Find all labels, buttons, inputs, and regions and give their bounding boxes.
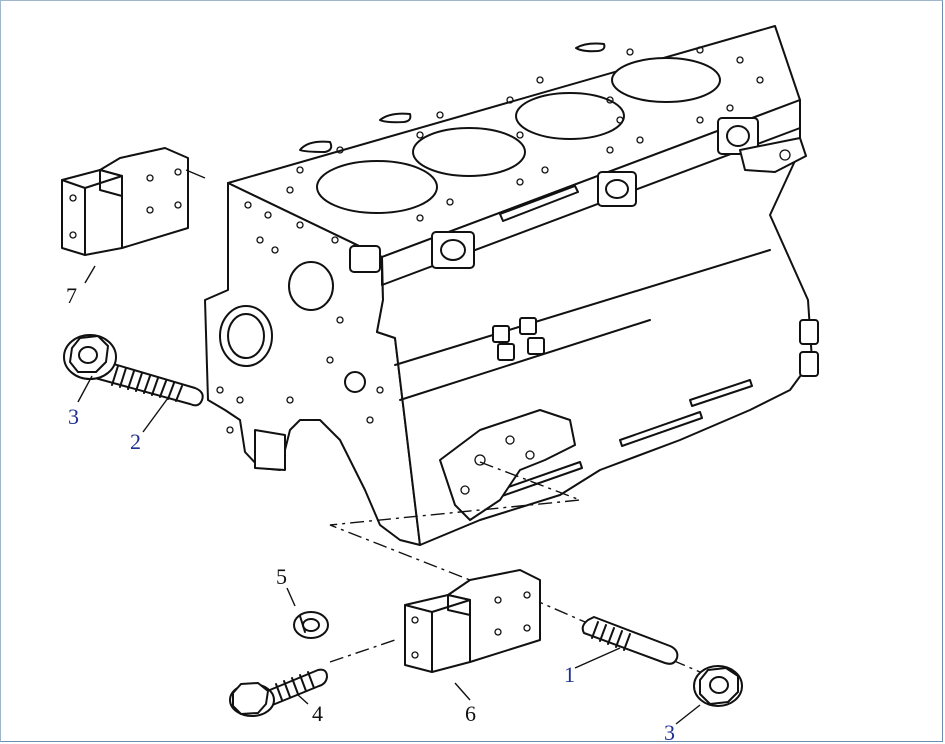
callout-2: 2: [130, 429, 141, 454]
callout-leaders: [77, 265, 701, 725]
stud-part-1: [581, 616, 679, 665]
engine-block: [204, 25, 819, 546]
engine-mount-bracket-part-6: [404, 569, 541, 673]
lock-washer-part-5: [293, 611, 329, 639]
flange-nut-part-3-left: [63, 334, 117, 380]
callout-6: 6: [465, 701, 476, 726]
callout-3-left: 3: [68, 404, 79, 429]
callout-1: 1: [564, 662, 575, 687]
callout-labels: 7 3 2 5 4 6 1 3: [66, 283, 675, 744]
callout-7: 7: [66, 283, 77, 308]
engine-mount-bracket-part-7: [61, 147, 206, 256]
flange-nut-part-3-right: [693, 665, 743, 707]
stud-part-2: [94, 359, 204, 407]
flange-bolt-part-4: [229, 668, 328, 717]
callout-5: 5: [276, 564, 287, 589]
callout-4: 4: [312, 701, 323, 726]
callout-3-right: 3: [664, 720, 675, 744]
